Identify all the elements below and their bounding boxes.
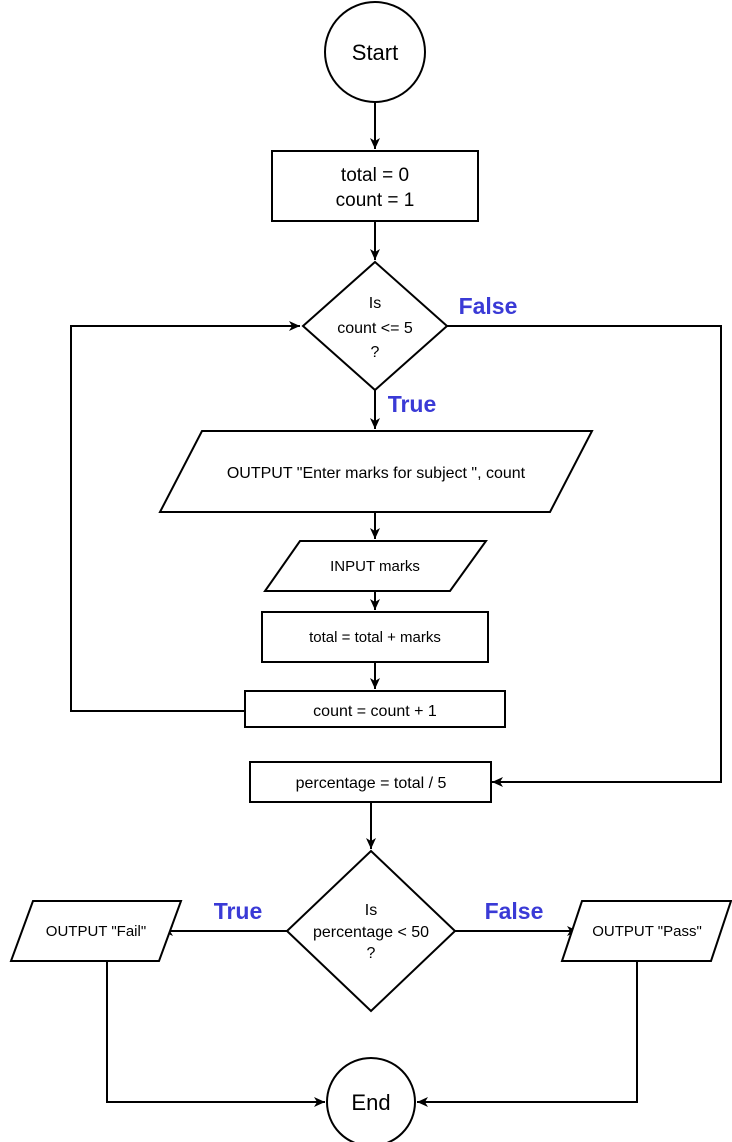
edge-decision-false bbox=[447, 325, 722, 787]
pass-false-label: False bbox=[485, 898, 544, 924]
loop-decision: Is count <= 5 ? bbox=[301, 260, 449, 392]
output-fail-io: OUTPUT "Fail" bbox=[9, 900, 183, 962]
percentage-label: percentage = total / 5 bbox=[296, 775, 447, 792]
loop-decision-line-2: count <= 5 bbox=[337, 320, 413, 337]
init-line-2: count = 1 bbox=[336, 190, 415, 211]
pass-decision-line-3: ? bbox=[367, 945, 376, 962]
increment-label: count = count + 1 bbox=[313, 703, 437, 720]
loop-decision-line-1: Is bbox=[369, 295, 381, 312]
pass-true-label: True bbox=[214, 898, 263, 924]
output-pass-io: OUTPUT "Pass" bbox=[560, 900, 732, 962]
loop-true-label: True bbox=[388, 391, 437, 417]
output-prompt-label: OUTPUT "Enter marks for subject ", count bbox=[227, 465, 526, 482]
accumulate-label: total = total + marks bbox=[309, 629, 441, 646]
output-prompt-io: OUTPUT "Enter marks for subject ", count bbox=[158, 430, 594, 513]
edge-loop-back bbox=[70, 321, 300, 712]
start-label: Start bbox=[352, 40, 398, 65]
input-marks-io: INPUT marks bbox=[263, 540, 488, 592]
init-line-1: total = 0 bbox=[341, 165, 409, 186]
pass-decision-line-1: Is bbox=[365, 902, 377, 919]
percentage-process: percentage = total / 5 bbox=[249, 761, 492, 803]
output-pass-label: OUTPUT "Pass" bbox=[592, 923, 702, 940]
init-process: total = 0 count = 1 bbox=[271, 150, 479, 222]
loop-false-label: False bbox=[459, 293, 518, 319]
end-label: End bbox=[351, 1090, 390, 1115]
output-fail-label: OUTPUT "Fail" bbox=[46, 923, 146, 940]
edge-pass-end bbox=[417, 961, 638, 1107]
pass-decision: Is percentage < 50 ? bbox=[285, 849, 457, 1013]
end-node: End bbox=[326, 1057, 416, 1142]
loop-decision-line-3: ? bbox=[371, 344, 380, 361]
increment-process: count = count + 1 bbox=[244, 690, 506, 728]
start-node: Start bbox=[324, 1, 426, 103]
pass-decision-line-2: percentage < 50 bbox=[313, 924, 429, 941]
edges bbox=[70, 102, 722, 1107]
edge-fail-end bbox=[106, 961, 325, 1107]
accumulate-process: total = total + marks bbox=[261, 611, 489, 663]
input-marks-label: INPUT marks bbox=[330, 558, 420, 575]
